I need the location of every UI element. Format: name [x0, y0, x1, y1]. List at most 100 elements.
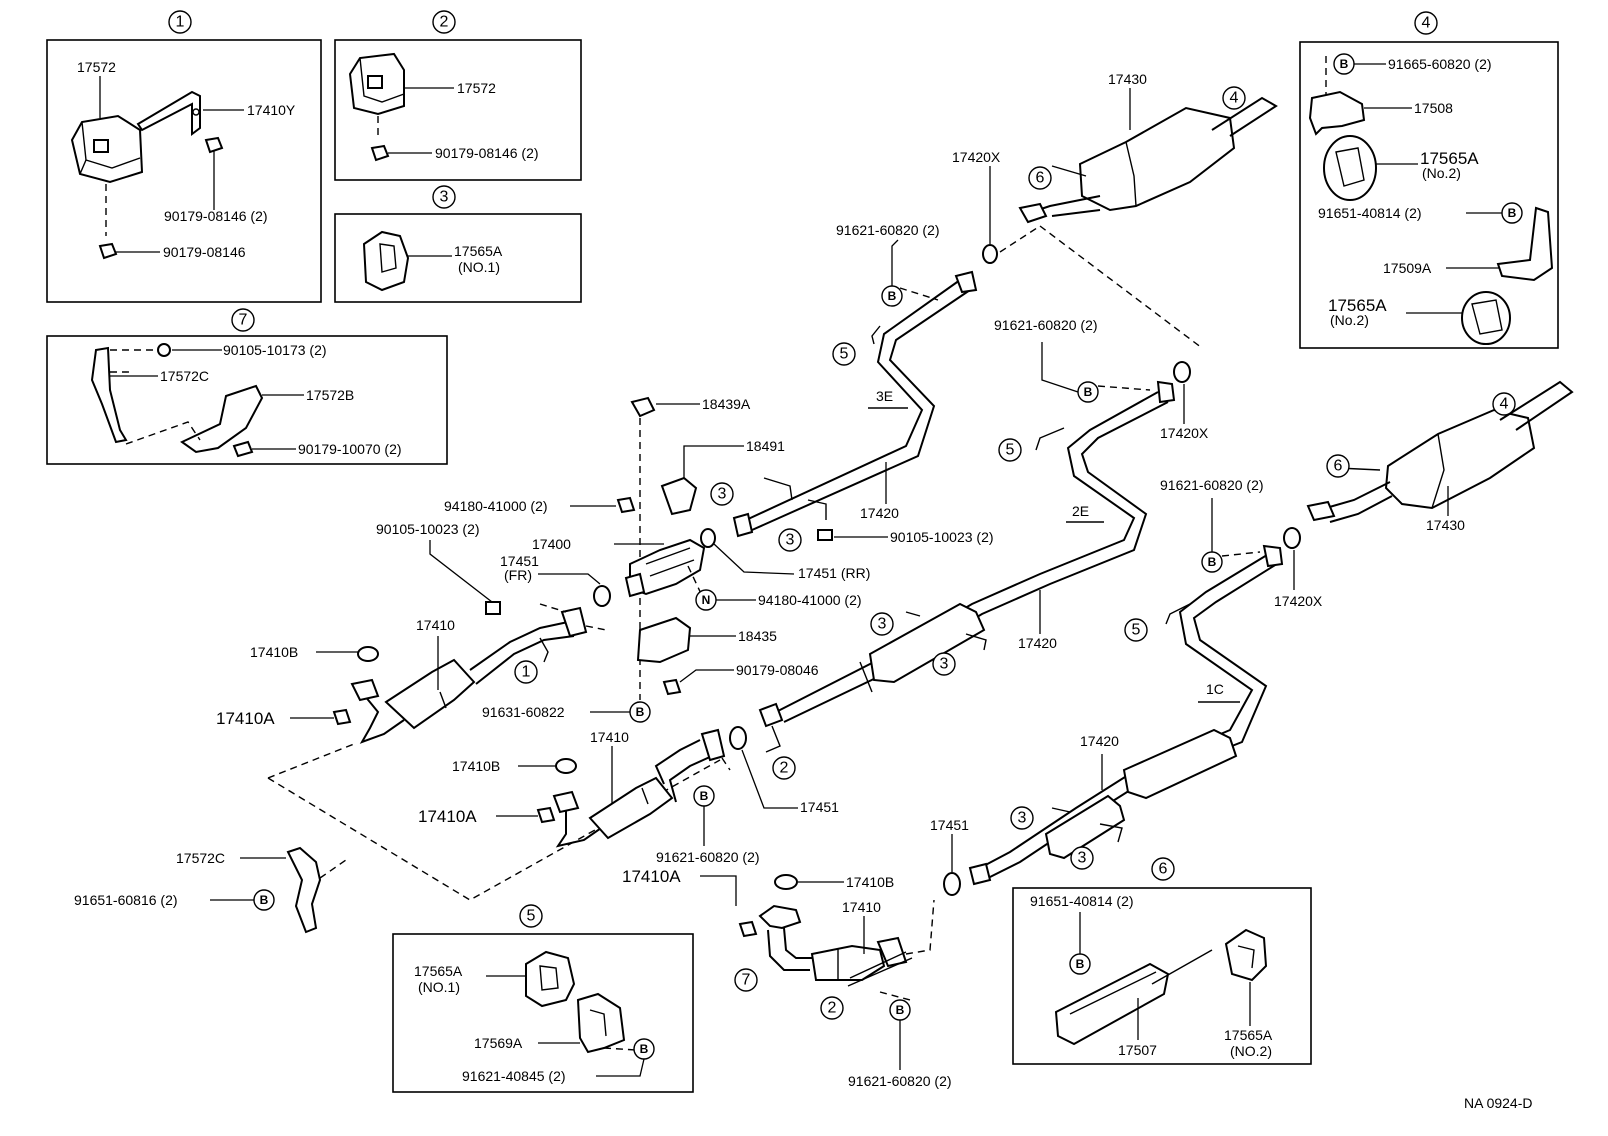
svg-text:2: 2 [440, 14, 449, 31]
dash [1097, 385, 1151, 391]
label-panel5-17565a-note: (NO.1) [418, 979, 460, 995]
label-17565a-bot: 17565A [1328, 296, 1387, 315]
label-17420-1c: 17420 [1080, 733, 1119, 749]
svg-text:4: 4 [1422, 15, 1431, 32]
panel-4-hanger-bot [1461, 291, 1511, 345]
dash-stay-link [267, 743, 355, 779]
svg-text:B: B [640, 1042, 649, 1056]
label-90179-08146: 90179-08146 [163, 244, 246, 260]
label-18435: 18435 [738, 628, 777, 644]
label-91651-40814-panel4: 91651-40814 (2) [1318, 205, 1422, 221]
variant-2e: 2E [1072, 503, 1089, 519]
svg-text:3: 3 [440, 189, 449, 206]
label-17508: 17508 [1414, 100, 1453, 116]
label-17451-fr: 17451 [500, 553, 539, 569]
panel-3-box [334, 213, 582, 303]
clip-18439a [630, 396, 656, 418]
panel-1-nut [98, 242, 118, 260]
svg-text:6: 6 [1159, 861, 1168, 878]
bolt-marker-60816: B [253, 889, 275, 911]
label-90179-10070: 90179-10070 (2) [298, 441, 402, 457]
label-91621-60820-1c: 91621-60820 (2) [1160, 477, 1264, 493]
callout-3-1c-b: 3 [1070, 846, 1094, 870]
cushion-17410a-c [738, 920, 758, 938]
label-17420-2e: 17420 [1018, 635, 1057, 651]
callout-panel-2: 2 [432, 10, 456, 34]
muffler-top [1018, 96, 1278, 224]
bolt-marker-60822: B [629, 701, 651, 723]
svg-text:2: 2 [780, 760, 789, 777]
svg-text:4: 4 [1230, 90, 1239, 107]
label-17572c-left: 17572C [176, 850, 225, 866]
svg-text:6: 6 [1036, 170, 1045, 187]
svg-text:3: 3 [878, 616, 887, 633]
callout-3-3e-a: 3 [710, 482, 734, 506]
heat-insulator-18491 [660, 476, 698, 516]
svg-text:B: B [1340, 57, 1349, 71]
panel-5-hanger [525, 950, 576, 1008]
panel-4-bolt-marker-top: B [1333, 53, 1355, 75]
label-17451-rr: 17451 (RR) [798, 565, 870, 581]
label-17572b: 17572B [306, 387, 354, 403]
svg-text:3: 3 [1018, 810, 1027, 827]
label-91621-60820-mid: 91621-60820 (2) [656, 849, 760, 865]
callout-7-front-c: 7 [734, 968, 758, 992]
stay-17572c-left [286, 846, 322, 934]
gasket-17420x-top [982, 244, 998, 264]
dash-stay-link-b [267, 759, 721, 901]
panel-2-mount [348, 52, 405, 116]
label-17430-right: 17430 [1426, 517, 1465, 533]
nut-94180-41000-a [616, 496, 636, 514]
label-17410b-c: 17410B [846, 874, 894, 890]
callout-5-1c: 5 [1124, 618, 1148, 642]
svg-text:3: 3 [786, 532, 795, 549]
label-17507: 17507 [1118, 1042, 1157, 1058]
front-pipe-c [758, 904, 913, 987]
panel-6-box [1012, 887, 1312, 1065]
variant-3e: 3E [876, 388, 893, 404]
leader [713, 543, 795, 575]
callout-4-right: 4 [1492, 392, 1516, 416]
callout-6-right: 6 [1326, 454, 1350, 478]
dash [539, 603, 567, 613]
label-17410-b: 17410 [590, 729, 629, 745]
svg-text:7: 7 [239, 312, 248, 329]
dash [721, 757, 731, 771]
dash-variant-link [1039, 225, 1203, 349]
panel-6-bolt-marker: B [1069, 953, 1091, 975]
label-panel2-17572: 17572 [457, 80, 496, 96]
variant-1c: 1C [1206, 681, 1224, 697]
svg-text:B: B [1508, 206, 1517, 220]
svg-text:N: N [702, 593, 711, 607]
gasket-17420x-mid [1173, 361, 1191, 383]
callout-4-top: 4 [1222, 86, 1246, 110]
label-17565a-bot-note: (No.2) [1330, 312, 1369, 328]
svg-text:5: 5 [840, 346, 849, 363]
label-94180-41000-a: 94180-41000 (2) [444, 498, 548, 514]
label-94180-41000-b: 94180-41000 (2) [758, 592, 862, 608]
panel-7-bolt [157, 343, 171, 357]
bolt-90105-10023-right [817, 529, 833, 541]
bolt-marker-bottom: B [889, 999, 911, 1021]
panel-5-box [392, 933, 694, 1093]
leader [683, 445, 692, 478]
svg-text:B: B [1076, 957, 1085, 971]
svg-text:B: B [1084, 385, 1093, 399]
svg-text:6: 6 [1334, 458, 1343, 475]
bolt-90105-10023-left [485, 601, 501, 615]
gasket-17451-mid [729, 726, 747, 750]
dash [585, 625, 607, 631]
callout-5-2e: 5 [998, 438, 1022, 462]
label-17572: 17572 [77, 59, 116, 75]
dash [905, 899, 935, 955]
insulator-18435 [636, 616, 692, 664]
svg-text:5: 5 [527, 908, 536, 925]
leader [538, 573, 601, 585]
leader [429, 540, 493, 603]
label-panel7-17572c: 17572C [160, 368, 209, 384]
panel-1-nut-pair [204, 136, 224, 154]
svg-text:1: 1 [522, 664, 531, 681]
panel-7-dash [125, 421, 201, 445]
label-90105-10023-left: 90105-10023 (2) [376, 521, 480, 537]
